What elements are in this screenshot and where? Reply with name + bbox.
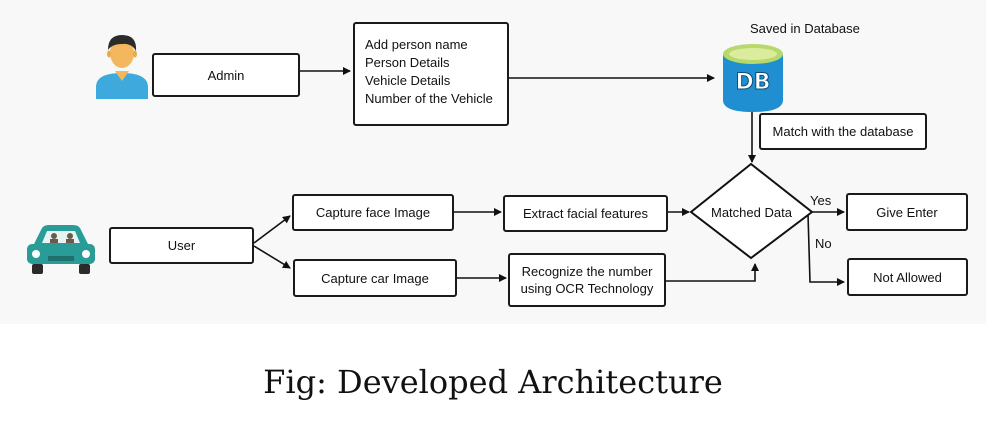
- yes-label: Yes: [810, 193, 832, 208]
- decision-label: Matched Data: [711, 205, 792, 220]
- db-icon-text: DB: [735, 70, 770, 95]
- extract-features-box: Extract facial features: [503, 195, 668, 232]
- figure-caption: Fig: Developed Architecture: [263, 363, 723, 401]
- capture-face-box: Capture face Image: [292, 194, 454, 231]
- give-enter-box: Give Enter: [846, 193, 968, 231]
- match-db-box: Match with the database: [759, 113, 927, 150]
- capture-car-box: Capture car Image: [293, 259, 457, 297]
- db-caption: Saved in Database: [750, 21, 860, 36]
- arrow-no-to-denied: [807, 213, 845, 286]
- database-icon: DB: [723, 44, 783, 112]
- decision-diamond: [689, 162, 814, 260]
- admin-inputs-box: Add person name Person Details Vehicle D…: [353, 22, 509, 126]
- person-icon: [96, 35, 148, 99]
- ocr-box: Recognize the number using OCR Technolog…: [508, 253, 666, 307]
- admin-input-item: Number of the Vehicle: [365, 91, 493, 106]
- admin-input-item: Person Details: [365, 55, 450, 70]
- arrow-ocr-to-decision: [666, 263, 759, 282]
- arrow-user-to-face: [253, 215, 291, 244]
- ocr-line: Recognize the number: [521, 264, 653, 279]
- admin-box: Admin: [152, 53, 300, 97]
- admin-input-item: Add person name: [365, 37, 468, 52]
- arrow-user-to-car: [253, 245, 291, 269]
- car-icon: [27, 225, 95, 274]
- not-allowed-box: Not Allowed: [847, 258, 968, 296]
- ocr-line: using OCR Technology: [520, 281, 654, 296]
- user-box: User: [109, 227, 254, 264]
- no-label: No: [815, 236, 832, 251]
- admin-input-item: Vehicle Details: [365, 73, 451, 88]
- diagram-connectors: [253, 67, 845, 286]
